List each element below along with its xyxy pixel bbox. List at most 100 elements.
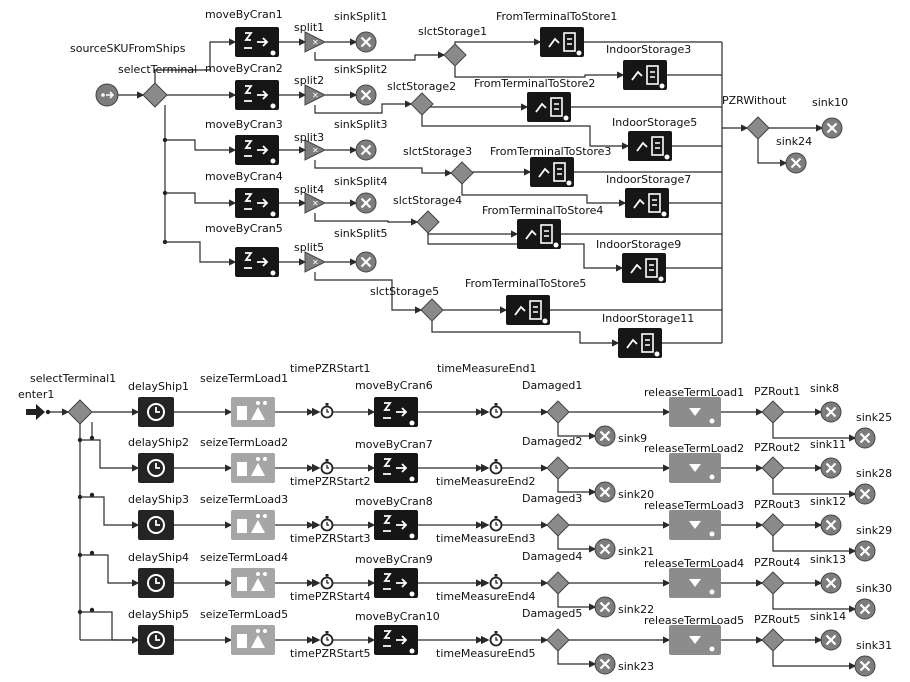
block-label: sink11 (810, 438, 846, 451)
sink-block[interactable] (820, 457, 842, 479)
delay-block[interactable] (138, 625, 174, 655)
damaged-diamond[interactable] (546, 456, 570, 480)
time-measure-block[interactable] (481, 459, 503, 475)
sink-block[interactable] (854, 598, 876, 620)
from-terminal-to-store-block[interactable] (527, 92, 571, 122)
move-by-crane-block[interactable] (235, 27, 279, 57)
block-label: seizeTermLoad2 (200, 436, 288, 449)
sink-block[interactable] (594, 481, 616, 503)
delay-block[interactable] (138, 453, 174, 483)
seize-block[interactable] (231, 625, 275, 655)
damaged-diamond[interactable] (546, 513, 570, 537)
move-by-crane-block[interactable] (235, 80, 279, 110)
damaged-diamond[interactable] (546, 400, 570, 424)
move-by-crane-block[interactable] (374, 568, 418, 598)
sink-block[interactable] (821, 117, 843, 139)
sink-block[interactable] (594, 596, 616, 618)
delay-block[interactable] (138, 568, 174, 598)
damaged-diamond[interactable] (546, 571, 570, 595)
pzr-out-diamond[interactable] (761, 571, 785, 595)
block-label: Damaged5 (522, 607, 582, 620)
move-by-crane-block[interactable] (374, 453, 418, 483)
block-label: moveByCran9 (355, 553, 433, 566)
time-measure-block[interactable] (312, 459, 334, 475)
split-block[interactable]: ✕ (304, 31, 327, 53)
move-by-crane-block[interactable] (235, 247, 279, 277)
select-terminal1-diamond[interactable] (67, 399, 93, 425)
release-block[interactable] (669, 568, 721, 598)
indoor-storage-block[interactable] (618, 328, 662, 358)
seize-block[interactable] (231, 453, 275, 483)
sink-block[interactable] (785, 152, 807, 174)
time-measure-block[interactable] (481, 574, 503, 590)
split-block[interactable]: ✕ (304, 84, 327, 106)
sink-block[interactable] (854, 483, 876, 505)
pzr-without-diamond[interactable] (746, 116, 770, 140)
sink-block[interactable] (820, 629, 842, 651)
sink-block[interactable] (355, 192, 377, 214)
svg-text:✕: ✕ (312, 258, 319, 267)
slct-storage-diamond[interactable] (450, 161, 474, 185)
delay-block[interactable] (138, 510, 174, 540)
from-terminal-to-store-block[interactable] (530, 157, 574, 187)
release-block[interactable] (669, 453, 721, 483)
sink-block[interactable] (820, 572, 842, 594)
enter-block[interactable] (26, 404, 45, 420)
time-measure-block[interactable] (312, 403, 334, 419)
slct-storage-diamond[interactable] (443, 43, 467, 67)
slct-storage-diamond[interactable] (420, 298, 444, 322)
time-measure-block[interactable] (481, 631, 503, 647)
pzr-out-diamond[interactable] (761, 513, 785, 537)
slct-storage-diamond[interactable] (416, 210, 440, 234)
split-block[interactable]: ✕ (304, 139, 327, 161)
damaged-diamond[interactable] (546, 628, 570, 652)
indoor-storage-block[interactable] (622, 253, 666, 283)
move-by-crane-block[interactable] (235, 188, 279, 218)
pzr-out-diamond[interactable] (761, 456, 785, 480)
delay-block[interactable] (138, 397, 174, 427)
sink-block[interactable] (854, 427, 876, 449)
sink-block[interactable] (355, 31, 377, 53)
slct-storage-diamond[interactable] (410, 92, 434, 116)
seize-block[interactable] (231, 568, 275, 598)
sink-block[interactable] (594, 425, 616, 447)
sink-block[interactable] (854, 540, 876, 562)
release-block[interactable] (669, 397, 721, 427)
select-terminal-diamond[interactable] (142, 82, 168, 108)
time-measure-block[interactable] (481, 403, 503, 419)
move-by-crane-block[interactable] (374, 625, 418, 655)
sink-block[interactable] (820, 401, 842, 423)
indoor-storage-block[interactable] (628, 131, 672, 161)
split-block[interactable]: ✕ (304, 251, 327, 273)
sink-block[interactable] (854, 655, 876, 677)
sink-block[interactable] (594, 653, 616, 675)
sink-block[interactable] (594, 538, 616, 560)
sink-block[interactable] (355, 139, 377, 161)
split-block[interactable]: ✕ (304, 192, 327, 214)
time-measure-block[interactable] (312, 516, 334, 532)
connector-line (454, 66, 625, 79)
seize-block[interactable] (231, 397, 275, 427)
release-block[interactable] (669, 625, 721, 655)
from-terminal-to-store-block[interactable] (517, 219, 561, 249)
indoor-storage-block[interactable] (625, 188, 669, 218)
indoor-storage-block[interactable] (623, 60, 667, 90)
time-measure-block[interactable] (312, 574, 334, 590)
pzr-out-diamond[interactable] (761, 628, 785, 652)
block-label: moveByCran1 (205, 8, 283, 21)
move-by-crane-block[interactable] (235, 135, 279, 165)
sink-block[interactable] (355, 251, 377, 273)
move-by-crane-block[interactable] (374, 510, 418, 540)
time-measure-block[interactable] (312, 631, 334, 647)
block-label: timeMeasureEnd5 (436, 647, 536, 660)
sink-block[interactable] (820, 514, 842, 536)
source-block[interactable] (95, 83, 119, 107)
seize-block[interactable] (231, 510, 275, 540)
from-terminal-to-store-block[interactable] (506, 295, 550, 325)
time-measure-block[interactable] (481, 516, 503, 532)
from-terminal-to-store-block[interactable] (540, 27, 584, 57)
move-by-crane-block[interactable] (374, 397, 418, 427)
sink-block[interactable] (355, 84, 377, 106)
release-block[interactable] (669, 510, 721, 540)
pzr-out-diamond[interactable] (761, 400, 785, 424)
